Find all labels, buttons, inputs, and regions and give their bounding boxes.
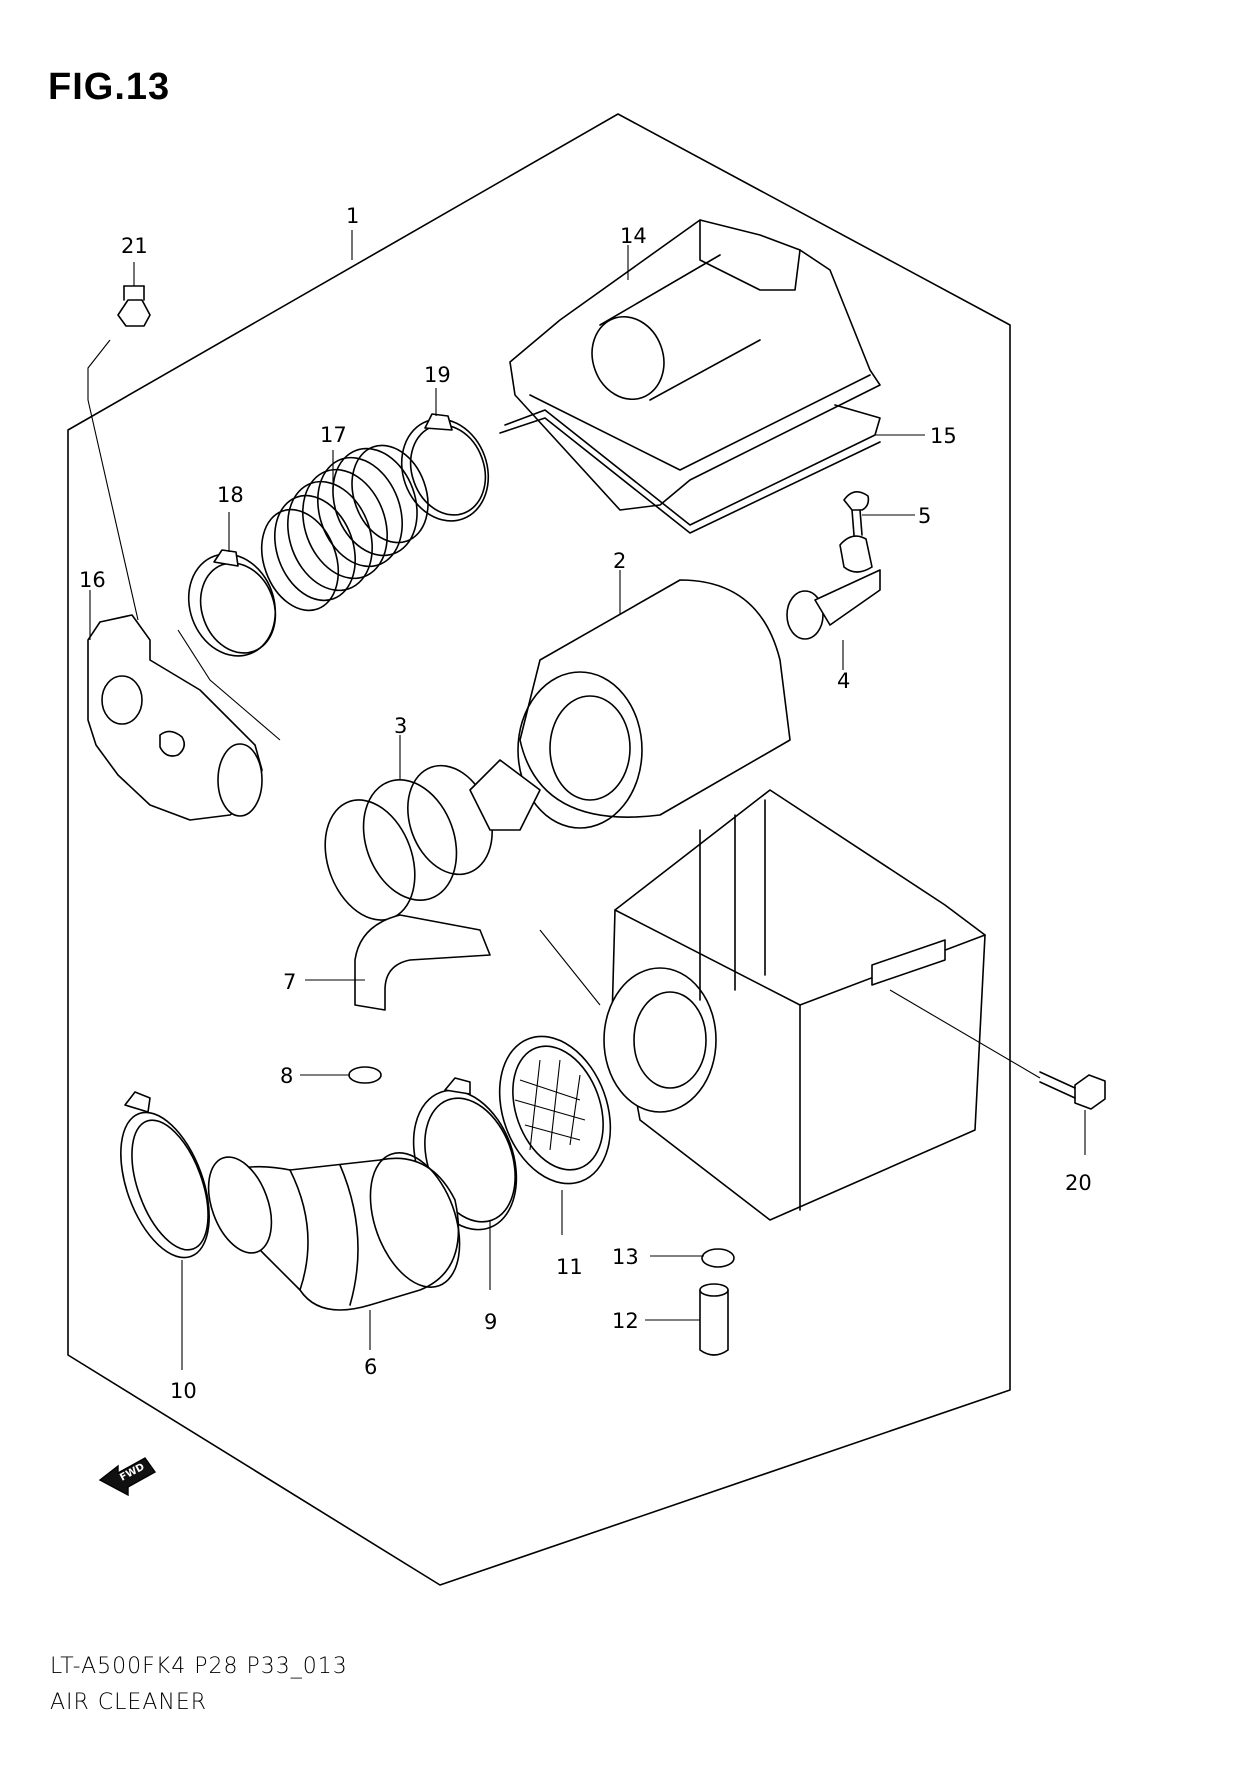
- tube-part-12: [645, 1283, 729, 1356]
- callout-11: 11: [556, 1255, 583, 1279]
- air-cleaner-case: [539, 789, 986, 1221]
- corrugated-hose-part-17: [260, 444, 429, 612]
- clamp-part-10: [120, 1091, 210, 1370]
- callout-4: 4: [837, 669, 850, 693]
- hose-part-7: [305, 914, 491, 1011]
- callout-12: 12: [612, 1309, 639, 1333]
- callout-9: 9: [484, 1310, 497, 1334]
- assembly-name: AIR CLEANER: [50, 1690, 208, 1715]
- callout-21: 21: [121, 234, 148, 258]
- model-code: LT-A500FK4 P28 P33_013: [50, 1654, 348, 1679]
- filter-element-part-2: [517, 570, 791, 829]
- callout-8: 8: [280, 1064, 293, 1088]
- screen-part-11: [498, 1035, 612, 1235]
- clamp-part-18: [187, 512, 277, 657]
- callout-18: 18: [217, 483, 244, 507]
- inlet-duct-part-16: [87, 590, 281, 821]
- fwd-direction-arrow: FWD: [98, 1457, 157, 1497]
- callout-14: 14: [620, 224, 647, 248]
- callout-3: 3: [394, 714, 407, 738]
- clip-part-21: [87, 262, 151, 621]
- callout-19: 19: [424, 363, 451, 387]
- callout-20: 20: [1065, 1171, 1092, 1195]
- clamp-part-19: [400, 388, 490, 522]
- callout-5: 5: [918, 504, 931, 528]
- callout-15: 15: [930, 424, 957, 448]
- callout-1: 1: [346, 204, 359, 228]
- bolt-part-20: [889, 989, 1106, 1155]
- callout-6: 6: [364, 1355, 377, 1379]
- figure-title: FIG.13: [48, 66, 171, 108]
- assembly-boundary: [67, 113, 1011, 1586]
- clip-part-8: [300, 1066, 382, 1084]
- callout-17: 17: [320, 423, 347, 447]
- callout-13: 13: [612, 1245, 639, 1269]
- cleaner-cap-part-14: [509, 219, 881, 511]
- callout-16: 16: [79, 568, 106, 592]
- filter-cage-part-3: [324, 735, 541, 921]
- callout-7: 7: [283, 970, 296, 994]
- valve-part-4: [786, 535, 881, 670]
- callout-10: 10: [170, 1379, 197, 1403]
- gasket-part-15: [499, 404, 925, 534]
- intake-boot-part-6: [207, 1152, 461, 1350]
- clip-part-13: [650, 1248, 735, 1268]
- screw-part-5: [843, 491, 915, 536]
- callout-2: 2: [613, 549, 626, 573]
